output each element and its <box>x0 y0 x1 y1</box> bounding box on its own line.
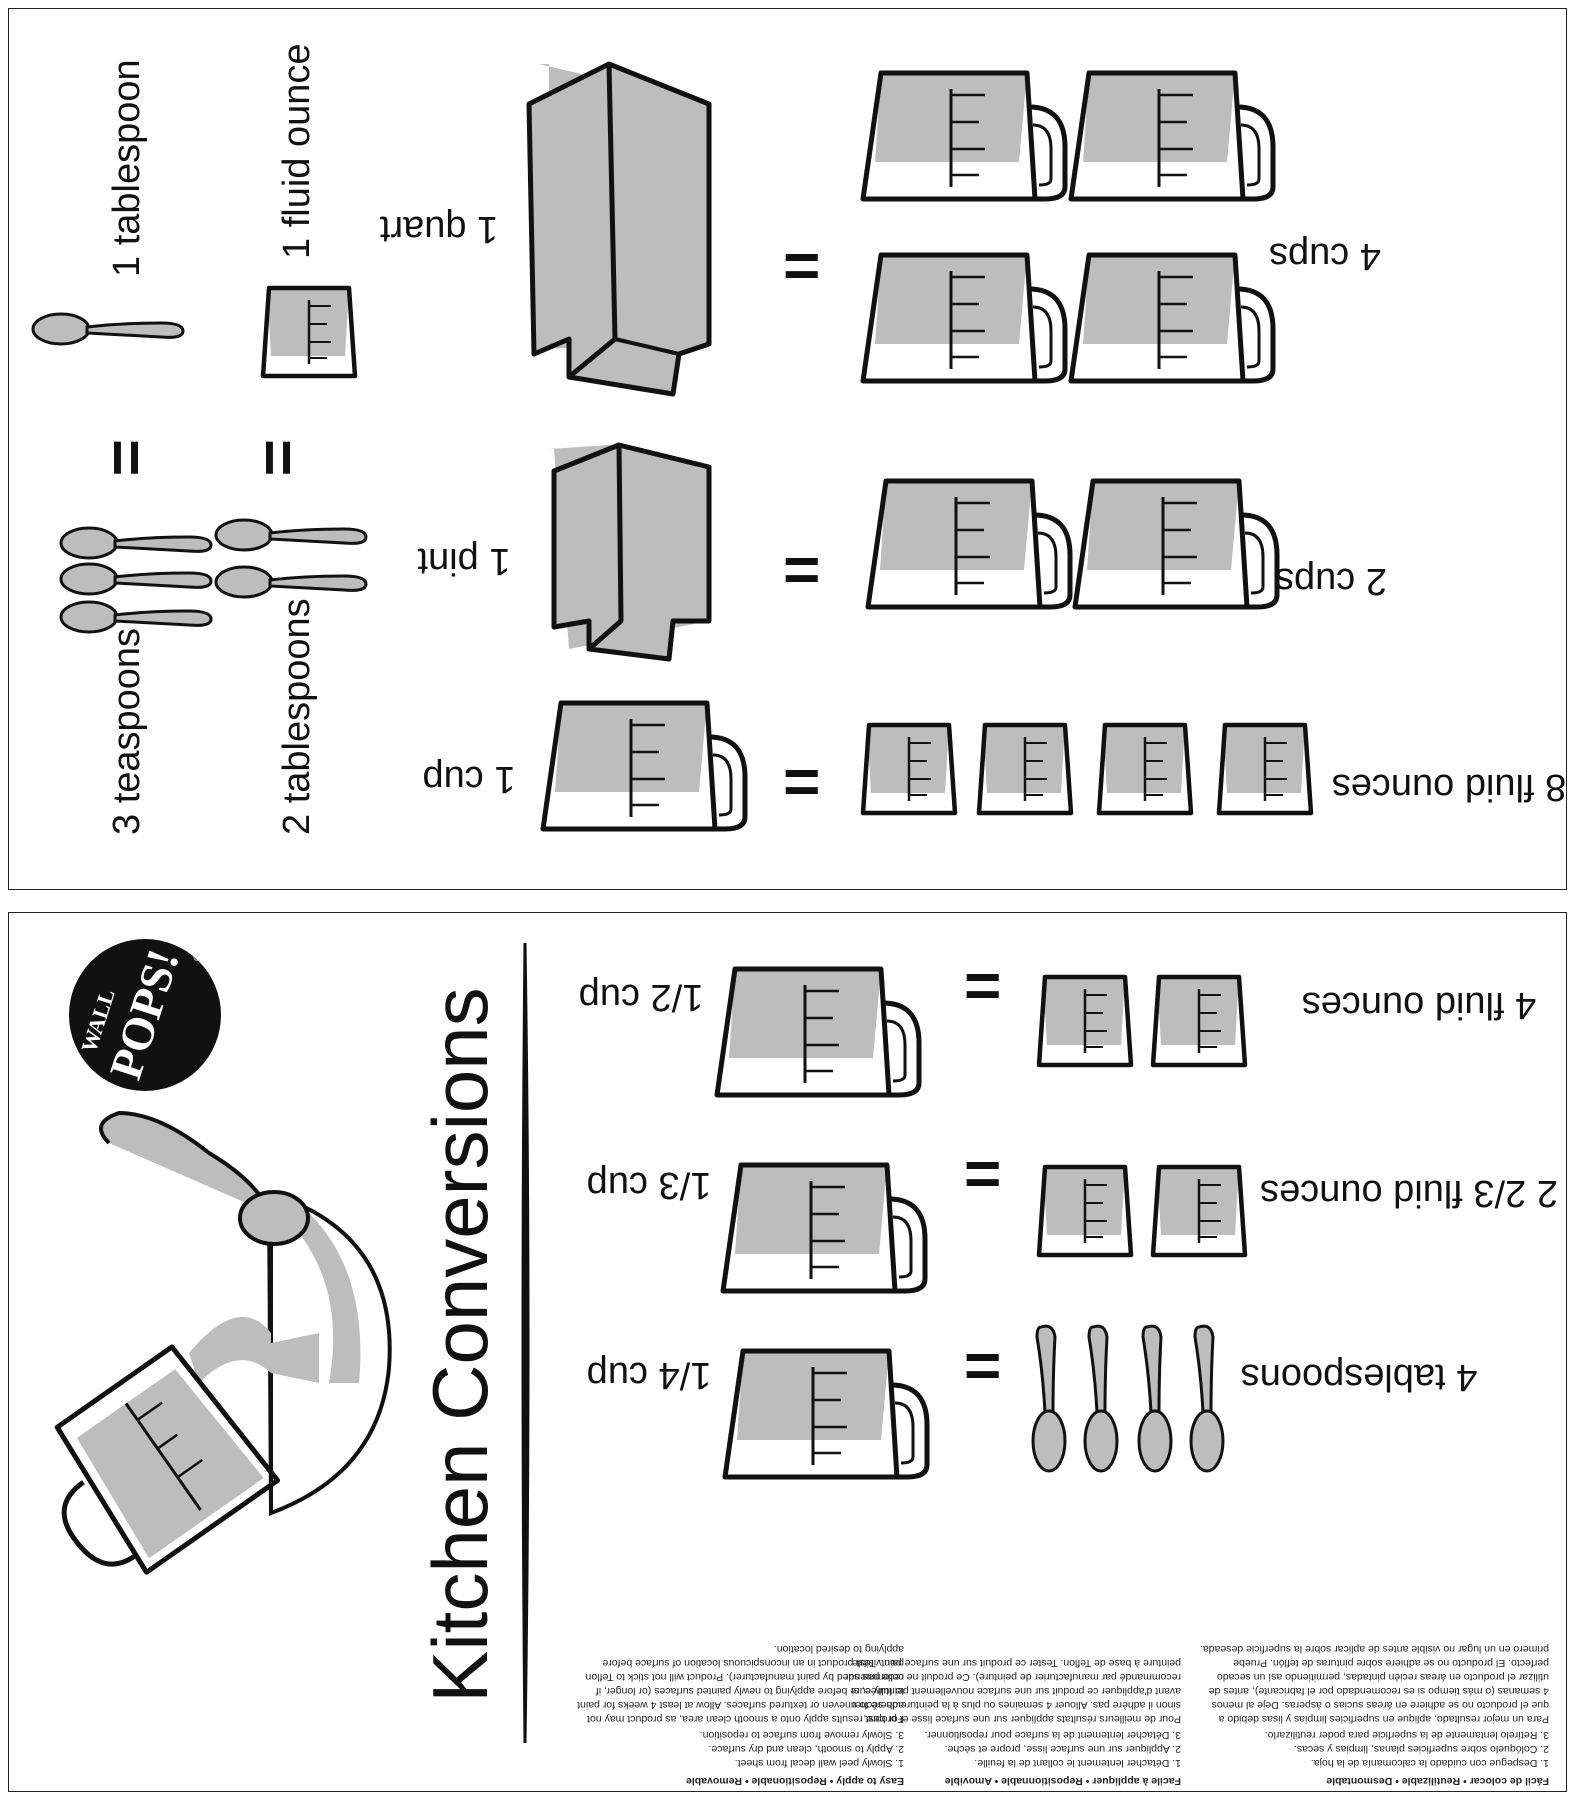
instruction-line: 3. Slowly remove from surface to reposit… <box>700 1729 904 1741</box>
instruction-line: paint. Test product in an inconspicuous … <box>602 1657 904 1669</box>
label-1-fluid-ounce: 1 fluid ounce <box>276 44 318 260</box>
instruction-line: 2. Appliquer sur une surface lisse, prop… <box>945 1743 1181 1755</box>
instruction-line: recommandé par manufacturier de peinture… <box>844 1671 1181 1683</box>
label-4-cups: 4 cups <box>1269 235 1381 277</box>
instruction-line: peinture à base de Teflon. Tester ce pro… <box>849 1657 1181 1669</box>
spoon-icon <box>1189 1324 1225 1473</box>
label-2-cups: 2 cups <box>1275 560 1387 602</box>
spoon-icon <box>1031 1324 1067 1473</box>
label-4-fluid-ounces: 4 fluid ounces <box>1302 984 1537 1026</box>
instructions-fr-heading: Facile à appliquer • Repositionnable • A… <box>945 1775 1181 1787</box>
small-cup-icon <box>1219 725 1311 813</box>
measuring-cup-icon <box>863 255 1065 381</box>
equals-sign: = <box>783 229 820 301</box>
measuring-cup-icon <box>1075 481 1277 607</box>
equals-sign: = <box>783 745 820 817</box>
measuring-cup-icon <box>863 73 1065 199</box>
wall-pops-logo: WALL POPS! ® <box>69 939 221 1091</box>
instruction-line: applying to desired location. <box>774 1643 904 1655</box>
equals-sign: = <box>243 439 315 476</box>
label-2-tablespoons: 2 tablespoons <box>276 598 318 835</box>
instruction-line: primero en un lugar no visible antes de … <box>1200 1643 1549 1655</box>
instruction-line: avant d'appliquer ce produit sur une sur… <box>852 1685 1181 1697</box>
label-4-tablespoons: 4 tablespoons <box>1241 1356 1478 1398</box>
instruction-line: to fully cure before applying to newly p… <box>596 1685 904 1697</box>
top-conversion-sheet: 1 tablespoon = 3 teaspoons 1 fluid ounce… <box>8 8 1567 890</box>
label-2-2-3-fluid-ounces: 2 2/3 fluid ounces <box>1260 1172 1558 1214</box>
instruction-line: 3. Détacher lentement de la surface pour… <box>925 1729 1181 1741</box>
equals-sign: = <box>964 949 1001 1021</box>
spoon-icon <box>214 518 368 552</box>
logo-trademark: ® <box>193 950 202 964</box>
label-quarter-cup: 1/4 cup <box>587 1354 712 1396</box>
instruction-line: Pour de meilleurs résultats appliquer su… <box>864 1713 1182 1725</box>
label-third-cup: 1/3 cup <box>587 1164 712 1206</box>
spoon-icon <box>31 312 185 346</box>
instruction-line: que el producto no se adhiere en áreas s… <box>1212 1699 1549 1711</box>
label-1-pint: 1 pint <box>417 540 510 582</box>
small-cup-icon <box>1039 1167 1131 1255</box>
instruction-line: 3. Retírelo lentamente de la superficie … <box>1265 1729 1549 1741</box>
instructions-french: Facile à appliquer • Repositionnable • A… <box>844 1657 1181 1787</box>
measuring-cup-icon <box>723 1165 925 1291</box>
label-3-teaspoons: 3 teaspoons <box>106 628 148 835</box>
instruction-line: recommended by paint manufacturer). Prod… <box>585 1671 904 1683</box>
instruction-line: Para un mejor resultado, aplique en supe… <box>1218 1713 1549 1725</box>
spoon-icon <box>59 600 213 634</box>
small-cup-icon <box>1153 1167 1245 1255</box>
instructions-en-heading: Easy to apply • Repositionable • Removab… <box>686 1775 904 1787</box>
measuring-cup-icon <box>868 481 1070 607</box>
instruction-line: 1. Despegue con cuidado la calcomanía de… <box>1311 1757 1549 1769</box>
page-title: Kitchen Conversions <box>416 987 504 1702</box>
label-1-cup: 1 cup <box>423 758 516 800</box>
equals-sign: = <box>91 439 163 476</box>
instruction-line: For best results apply onto a smooth cle… <box>587 1713 904 1725</box>
milk-carton-icon <box>526 61 712 397</box>
instruction-line: sinon il adhère pas. Allouer 4 semaines … <box>851 1699 1181 1711</box>
instruction-line: 2. Colóquelo sobre superficies planas, l… <box>1294 1743 1549 1755</box>
instruction-line: 4 semanas (o más tiempo si es recomendad… <box>1209 1685 1549 1697</box>
instructions-spanish: Fácil de colocar • Reutilizable • Desmon… <box>1200 1643 1549 1787</box>
title-divider <box>521 942 530 1744</box>
small-cup-icon <box>1099 725 1191 813</box>
instructions-es-heading: Fácil de colocar • Reutilizable • Desmon… <box>1326 1775 1549 1787</box>
label-8-fluid-ounces: 8 fluid ounces <box>1332 766 1567 808</box>
small-cup-icon <box>979 725 1071 813</box>
instructions-english: Easy to apply • Repositionable • Removab… <box>577 1643 904 1787</box>
spoon-icon <box>1083 1324 1119 1473</box>
small-cup-icon <box>1039 977 1131 1065</box>
bottom-sheet-art: WALL POPS! ® Kitchen Conversion <box>54 939 1558 1787</box>
equals-sign: = <box>783 533 820 605</box>
measuring-cup-icon <box>543 703 745 829</box>
spoon-icon <box>1137 1324 1173 1473</box>
instruction-line: utilizar el producto en áreas recién pin… <box>1217 1671 1549 1683</box>
measuring-cup-icon <box>1071 73 1273 199</box>
instruction-line: 2. Apply to smooth, clean and dry surfac… <box>708 1743 904 1755</box>
small-cup-icon <box>1153 977 1245 1065</box>
equals-sign: = <box>964 1137 1001 1209</box>
instruction-line: 1. Slowly peel wall decal from sheet. <box>735 1757 904 1769</box>
equals-sign: = <box>964 1329 1001 1401</box>
bottom-conversion-sheet: WALL POPS! ® Kitchen Conversion <box>8 912 1567 1792</box>
top-sheet-art: 1 tablespoon = 3 teaspoons 1 fluid ounce… <box>31 44 1567 835</box>
instruction-line: adhere to uneven or textured surfaces. A… <box>577 1699 904 1711</box>
measuring-cup-icon <box>725 1351 927 1477</box>
label-half-cup: 1/2 cup <box>579 976 704 1018</box>
small-cup-icon <box>863 725 955 813</box>
instruction-line: 1. Détacher lentement le collant de la f… <box>974 1757 1181 1769</box>
small-cup-icon <box>263 288 355 376</box>
milk-carton-icon <box>549 442 712 662</box>
label-1-quart: 1 quart <box>379 208 498 250</box>
spoon-icon <box>214 565 368 599</box>
label-1-tablespoon: 1 tablespoon <box>106 59 148 277</box>
pour-illustration <box>54 1110 392 1575</box>
spoon-icon <box>59 562 213 596</box>
spoon-icon <box>59 526 213 560</box>
measuring-cup-icon <box>1071 255 1273 381</box>
instruction-line: perfecto. El producto no se adhiere sobr… <box>1233 1657 1549 1669</box>
measuring-cup-icon <box>717 969 919 1095</box>
